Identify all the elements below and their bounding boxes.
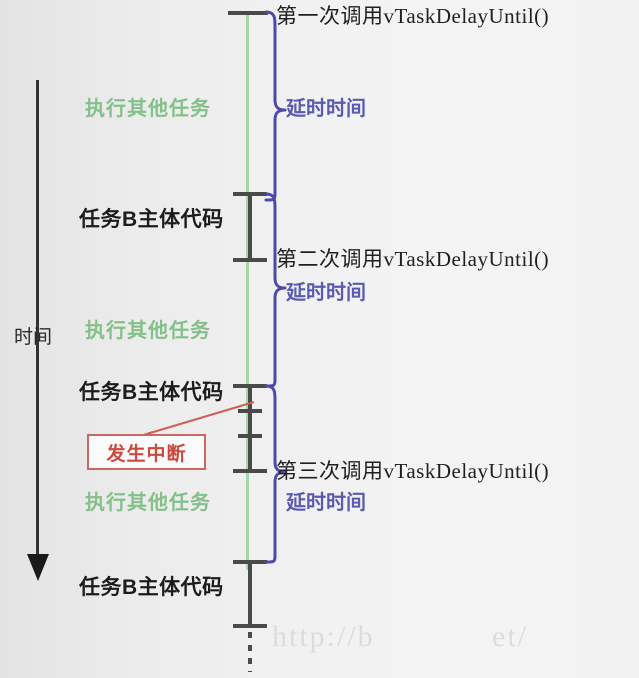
time-axis-label: 时间	[14, 327, 53, 348]
delay-label-2: 延时时间	[286, 282, 366, 304]
other-task-label-2: 执行其他任务	[85, 320, 211, 342]
timeline-tick-4	[233, 469, 267, 473]
watermark-right: et/	[492, 620, 528, 653]
timeline-segment-body-2	[248, 384, 252, 471]
delay-label-3: 延时时间	[286, 492, 366, 514]
delay-label-1: 延时时间	[286, 98, 366, 120]
task-body-label-2: 任务B主体代码	[79, 381, 224, 404]
other-task-label-3: 执行其他任务	[85, 492, 211, 514]
task-body-label-1: 任务B主体代码	[79, 208, 224, 231]
timeline-tick-6	[233, 624, 267, 628]
timeline-green-line	[246, 12, 249, 570]
call-label-2: 第二次调用vTaskDelayUntil()	[276, 247, 550, 271]
timeline-tick-2	[233, 258, 267, 262]
other-task-label-1: 执行其他任务	[85, 98, 211, 120]
timeline-segment-body-3	[248, 560, 252, 626]
interrupt-callout-box: 发生中断	[87, 434, 206, 470]
timeline-tick-0	[228, 11, 268, 15]
delay-brace-3	[264, 384, 287, 564]
task-body-label-3: 任务B主体代码	[79, 576, 224, 599]
delay-brace-2	[264, 192, 287, 388]
time-axis-arrowhead	[27, 554, 49, 581]
interrupt-callout-label: 发生中断	[106, 443, 187, 465]
call-label-1: 第一次调用vTaskDelayUntil()	[276, 4, 550, 28]
watermark-left: http://b	[272, 620, 375, 653]
timeline-segment-body-1	[248, 192, 252, 260]
time-axis-line	[36, 80, 39, 558]
call-label-3: 第三次调用vTaskDelayUntil()	[276, 459, 550, 483]
timeline-dashed-continuation	[248, 632, 252, 672]
delay-brace-1	[264, 10, 287, 202]
